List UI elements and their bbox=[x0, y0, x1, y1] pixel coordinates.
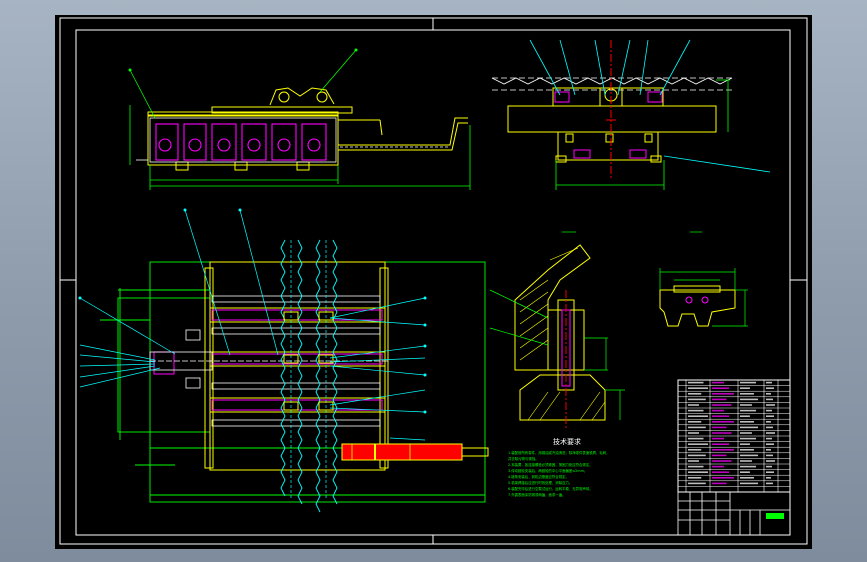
parts-list-entry-mark bbox=[740, 465, 756, 468]
parts-list-entry-mark bbox=[740, 471, 750, 473]
parts-list-entry-mark bbox=[766, 471, 774, 473]
rail-profile-view bbox=[659, 268, 748, 327]
parts-list-entry-mark bbox=[740, 437, 756, 440]
tech-req-title: 技术要求 bbox=[553, 437, 581, 446]
parts-list-entry-mark bbox=[688, 421, 702, 423]
parts-list-entry-mark bbox=[740, 404, 752, 406]
parts-list-entry-mark bbox=[712, 398, 727, 401]
parts-list-entry-mark bbox=[766, 393, 771, 395]
parts-list-entry-mark bbox=[712, 393, 734, 395]
parts-list-entry-mark bbox=[740, 426, 758, 429]
parts-list-entry-mark bbox=[688, 437, 704, 440]
parts-list-entry-mark bbox=[766, 460, 775, 462]
plan-view bbox=[78, 208, 489, 513]
parts-list-entry-mark bbox=[712, 454, 727, 457]
parts-list-entry-mark bbox=[712, 404, 732, 406]
parts-list-entry-mark bbox=[712, 426, 727, 429]
parts-list-entry-mark bbox=[712, 465, 725, 468]
parts-list-entry-mark bbox=[712, 387, 730, 389]
title-block bbox=[677, 491, 791, 536]
parts-list-entry-mark bbox=[766, 398, 773, 401]
parts-list-entry-mark bbox=[766, 437, 772, 440]
parts-list-entry-mark bbox=[712, 460, 732, 462]
parts-list-entry-mark bbox=[766, 454, 773, 457]
tech-req-line: 5.机架焊接后应进行时效处理，消除应力。 bbox=[508, 480, 572, 485]
parts-list-entry-mark bbox=[740, 387, 750, 389]
parts-list-entry-mark bbox=[712, 421, 734, 423]
cad-viewport[interactable]: 技术要求 1.装配前所有零件，用煤油或汽油清洗，除净零件表面铁屑、毛刺， 并去除… bbox=[55, 15, 812, 549]
parts-list-entry-mark bbox=[688, 443, 708, 445]
parts-list-entry-mark bbox=[740, 482, 758, 485]
drawing-frame bbox=[59, 17, 808, 545]
parts-list-entry-mark bbox=[688, 449, 702, 451]
tech-req-line: 2.本装置，各连接螺栓必须紧固，紧固力矩应符合规定。 bbox=[508, 462, 593, 467]
parts-list-entry-mark bbox=[688, 426, 706, 429]
parts-list-entry-mark bbox=[766, 443, 774, 445]
parts-list-entry-mark bbox=[712, 449, 734, 451]
parts-list-entry-mark bbox=[712, 432, 732, 434]
parts-list-entry-mark bbox=[766, 404, 775, 406]
tech-req-line: 并去除污物与锈蚀。 bbox=[508, 456, 539, 461]
parts-list-entry-mark bbox=[766, 426, 773, 429]
parts-list-entry-mark bbox=[740, 381, 756, 384]
parts-list-entry-mark bbox=[688, 460, 699, 462]
parts-list-entry-mark bbox=[740, 409, 756, 412]
section-detail-view bbox=[489, 231, 702, 430]
tech-req-line: 4.链条安装后，其松边垂度应符合规定。 bbox=[508, 474, 569, 479]
parts-list-entry-mark bbox=[740, 460, 752, 462]
parts-list-entry-mark bbox=[712, 409, 725, 412]
tech-req-line: 3.传动链轮安装后，两链轮的中心平面偏差≤2mm。 bbox=[508, 468, 587, 473]
parts-list-entry-mark bbox=[740, 421, 754, 423]
tech-req-line: 7.外露表面涂防锈漆两遍，面漆一遍。 bbox=[508, 492, 565, 497]
parts-list-table bbox=[677, 379, 791, 493]
parts-list-entry-mark bbox=[688, 415, 708, 417]
tech-req-line: 6.装配完毕后进行空载试运行，运转平稳，无异常声响。 bbox=[508, 486, 593, 491]
parts-list-entry-mark bbox=[740, 432, 752, 434]
parts-list-entry-mark bbox=[688, 404, 699, 406]
parts-list-entry-mark bbox=[766, 415, 774, 417]
parts-list-entry-mark bbox=[766, 482, 773, 485]
parts-list-entry-mark bbox=[688, 387, 708, 389]
parts-list-entry-mark bbox=[712, 437, 725, 440]
parts-list-entry-mark bbox=[688, 465, 704, 468]
parts-list-entry-mark bbox=[712, 415, 730, 417]
parts-list-entry-mark bbox=[740, 449, 754, 451]
parts-list-entry-mark bbox=[688, 482, 706, 485]
cad-drawing: 技术要求 1.装配前所有零件，用煤油或汽油清洗，除净零件表面铁屑、毛刺， 并去除… bbox=[59, 17, 808, 545]
parts-list-entry-mark bbox=[740, 393, 754, 395]
technical-requirements: 技术要求 1.装配前所有零件，用煤油或汽油清洗，除净零件表面铁屑、毛刺， 并去除… bbox=[508, 437, 610, 497]
parts-list-entry-mark bbox=[766, 409, 772, 412]
side-elevation-view bbox=[491, 39, 771, 190]
parts-list-entry-mark bbox=[688, 393, 702, 395]
parts-list-entry-mark bbox=[766, 421, 771, 423]
parts-list-entry-mark bbox=[688, 454, 706, 457]
parts-list-entry-mark bbox=[766, 387, 774, 389]
parts-list-entry-mark bbox=[766, 449, 771, 451]
parts-list-entry-mark bbox=[766, 381, 772, 384]
parts-list-entry-mark bbox=[712, 482, 727, 485]
front-elevation-view bbox=[128, 48, 471, 190]
parts-list-entry-mark bbox=[712, 381, 725, 384]
parts-list-entry-mark bbox=[712, 477, 734, 479]
parts-list-entry-mark bbox=[740, 415, 750, 417]
parts-list-entry-mark bbox=[688, 398, 706, 401]
parts-list-entry-mark bbox=[712, 471, 730, 473]
parts-list-entry-mark bbox=[740, 398, 758, 401]
drive-motor-block bbox=[341, 443, 489, 461]
parts-list-entry-mark bbox=[766, 432, 775, 434]
parts-list-entry-mark bbox=[766, 477, 771, 479]
parts-list-entry-mark bbox=[688, 409, 704, 412]
parts-list-entry-mark bbox=[766, 465, 772, 468]
parts-list-entry-mark bbox=[740, 454, 758, 457]
parts-list-entry-mark bbox=[740, 477, 754, 479]
parts-list-entry-mark bbox=[688, 471, 708, 473]
parts-list-entry-mark bbox=[740, 443, 750, 445]
tech-req-line: 1.装配前所有零件，用煤油或汽油清洗，除净零件表面铁屑、毛刺， bbox=[508, 450, 610, 455]
parts-list-entry-mark bbox=[688, 477, 702, 479]
parts-list-entry-mark bbox=[688, 381, 704, 384]
parts-list-entry-mark bbox=[688, 432, 699, 434]
parts-list-entry-mark bbox=[712, 443, 730, 445]
